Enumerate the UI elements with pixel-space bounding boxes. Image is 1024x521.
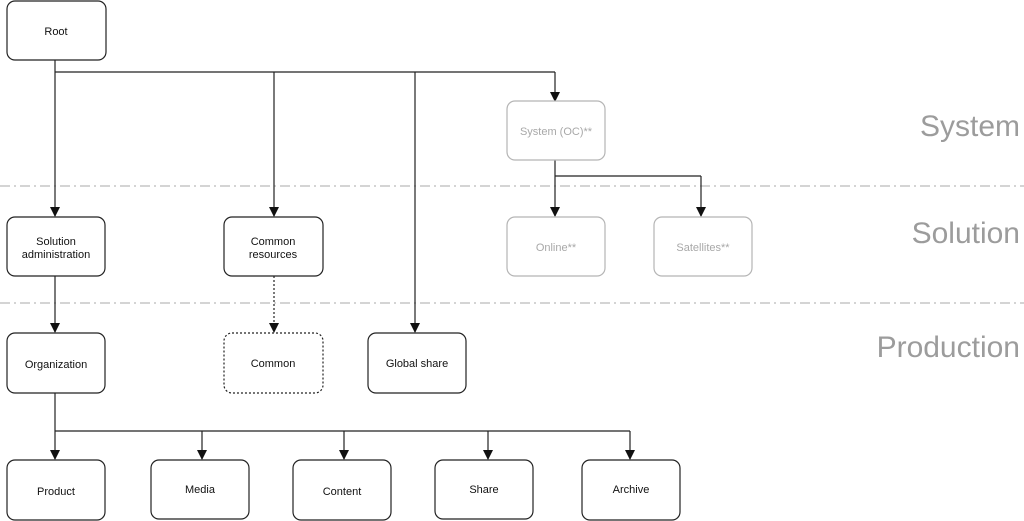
node-satellites: Satellites** <box>653 216 753 277</box>
node-common: Common <box>223 332 324 394</box>
node-label: Satellites** <box>676 242 730 254</box>
node-label-line-2: resources <box>249 249 298 261</box>
layer-label-production: Production <box>877 331 1020 364</box>
node-root: Root <box>6 0 107 61</box>
node-label: Organization <box>25 359 87 371</box>
node-label: Content <box>323 486 362 498</box>
node-global-share: Global share <box>367 332 467 394</box>
node-label: Online** <box>536 242 577 254</box>
node-label: Root <box>44 26 67 38</box>
node-label-line-2: administration <box>22 249 90 261</box>
node-label: Common <box>251 358 296 370</box>
node-label: Archive <box>613 484 650 496</box>
node-media: Media <box>150 459 250 520</box>
node-common-resources: Common resources <box>223 216 324 277</box>
node-label: Media <box>185 484 216 496</box>
node-share: Share <box>434 459 534 520</box>
node-organization: Organization <box>6 332 106 394</box>
node-product: Product <box>6 459 106 521</box>
node-label: Share <box>469 484 498 496</box>
node-content: Content <box>292 459 392 521</box>
node-solution-administration: Solution administration <box>6 216 106 277</box>
node-online: Online** <box>506 216 606 277</box>
layer-label-system: System <box>920 110 1020 143</box>
node-label: Product <box>37 486 75 498</box>
node-archive: Archive <box>581 459 681 521</box>
node-label-line-1: Common <box>251 236 296 248</box>
node-label-line-1: Solution <box>36 236 76 248</box>
layer-label-solution: Solution <box>912 217 1020 250</box>
node-label: System (OC)** <box>520 126 593 138</box>
node-system-oc: System (OC)** <box>506 100 606 161</box>
node-label: Global share <box>386 358 448 370</box>
